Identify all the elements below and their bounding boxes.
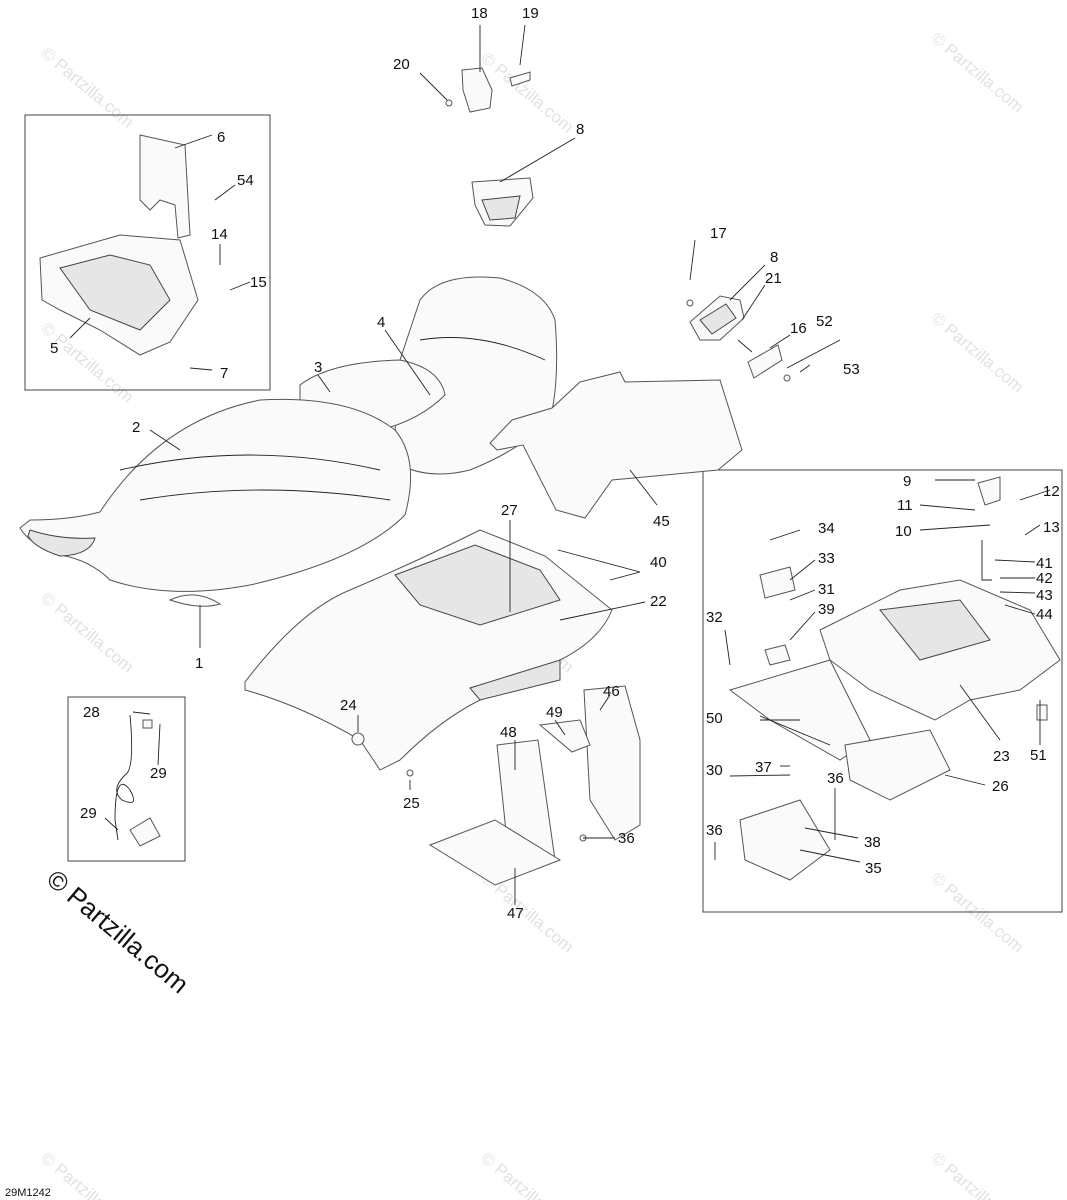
top-small-parts: [445, 67, 534, 227]
callout-41: 41: [1036, 555, 1053, 572]
watermark: © Partzilla.com: [927, 1149, 1027, 1200]
leader-lines: [69, 24, 1051, 905]
watermark: © Partzilla.com: [37, 589, 137, 677]
callout-37: 37: [755, 759, 772, 776]
callout-22: 22: [650, 593, 667, 610]
inset-box-tether-cable: [67, 696, 186, 862]
callout-23: 23: [993, 748, 1010, 765]
callout-26: 26: [992, 778, 1009, 795]
drawing-code: 29M1242: [5, 1187, 51, 1199]
callout-21: 21: [765, 270, 782, 287]
callout-40: 40: [650, 554, 667, 571]
callout-47: 47: [507, 905, 524, 922]
watermark-main: © Partzilla.com: [41, 864, 194, 1000]
callout-36c: 36: [618, 830, 635, 847]
callout-30: 30: [706, 762, 723, 779]
callout-52: 52: [816, 313, 833, 330]
callout-8: 8: [576, 121, 584, 138]
storage-tray: [39, 134, 199, 356]
callout-48: 48: [500, 724, 517, 741]
callout-51: 51: [1030, 747, 1047, 764]
callout-29b: 29: [80, 805, 97, 822]
watermark: © Partzilla.com: [37, 44, 137, 132]
callout-38: 38: [864, 834, 881, 851]
callout-5: 5: [50, 340, 58, 357]
inset-box-rack-assembly: [702, 469, 1063, 913]
storage-tub: [244, 529, 613, 771]
watermark: © Partzilla.com: [477, 49, 577, 137]
callout-3: 3: [314, 359, 322, 376]
watermark: © Partzilla.com: [477, 1149, 577, 1200]
callout-20: 20: [393, 56, 410, 73]
callout-14: 14: [211, 226, 228, 243]
watermark: © Partzilla.com: [927, 309, 1027, 397]
callout-50: 50: [706, 710, 723, 727]
callout-45: 45: [653, 513, 670, 530]
callout-44: 44: [1036, 606, 1053, 623]
callout-42: 42: [1036, 570, 1053, 587]
callout-43: 43: [1036, 587, 1053, 604]
callout-6: 6: [217, 129, 225, 146]
floor-liner: [489, 371, 743, 519]
callout-36b: 36: [706, 822, 723, 839]
callout-36: 36: [827, 770, 844, 787]
callout-17: 17: [710, 225, 727, 242]
callout-35: 35: [865, 860, 882, 877]
callout-16: 16: [790, 320, 807, 337]
callout-24: 24: [340, 697, 357, 714]
callout-13: 13: [1043, 519, 1060, 536]
callout-2: 2: [132, 419, 140, 436]
tether-cable: [114, 714, 161, 847]
watermark: © Partzilla.com: [927, 29, 1027, 117]
callout-34: 34: [818, 520, 835, 537]
callout-19: 19: [522, 5, 539, 22]
callout-1: 1: [195, 655, 203, 672]
callout-11: 11: [897, 497, 913, 514]
callout-8b: 8: [770, 249, 778, 266]
callout-28: 28: [83, 704, 100, 721]
right-small-parts: [686, 295, 791, 382]
callout-31: 31: [818, 581, 835, 598]
callout-12: 12: [1043, 483, 1060, 500]
callout-7: 7: [220, 365, 228, 382]
callout-54: 54: [237, 172, 254, 189]
callout-numbers: 1 2 3 4 5 6 7 8 8 9 10 11 12 13 14 15 16…: [50, 5, 1060, 922]
callout-4: 4: [377, 314, 385, 331]
rack-assembly: [728, 476, 1061, 881]
watermark: © Partzilla.com: [927, 869, 1027, 957]
callout-53: 53: [843, 361, 860, 378]
callout-33: 33: [818, 550, 835, 567]
callout-32: 32: [706, 609, 723, 626]
callout-29: 29: [150, 765, 167, 782]
callout-49: 49: [546, 704, 563, 721]
callout-27: 27: [501, 502, 518, 519]
battery-box: [351, 685, 641, 886]
callout-39: 39: [818, 601, 835, 618]
callout-9: 9: [903, 473, 911, 490]
callout-25: 25: [403, 795, 420, 812]
callout-46: 46: [603, 683, 620, 700]
callout-10: 10: [895, 523, 912, 540]
watermark: © Partzilla.com: [37, 1149, 137, 1200]
callout-18: 18: [471, 5, 488, 22]
inset-box-storage-tray: [24, 114, 271, 391]
callout-15: 15: [250, 274, 267, 291]
